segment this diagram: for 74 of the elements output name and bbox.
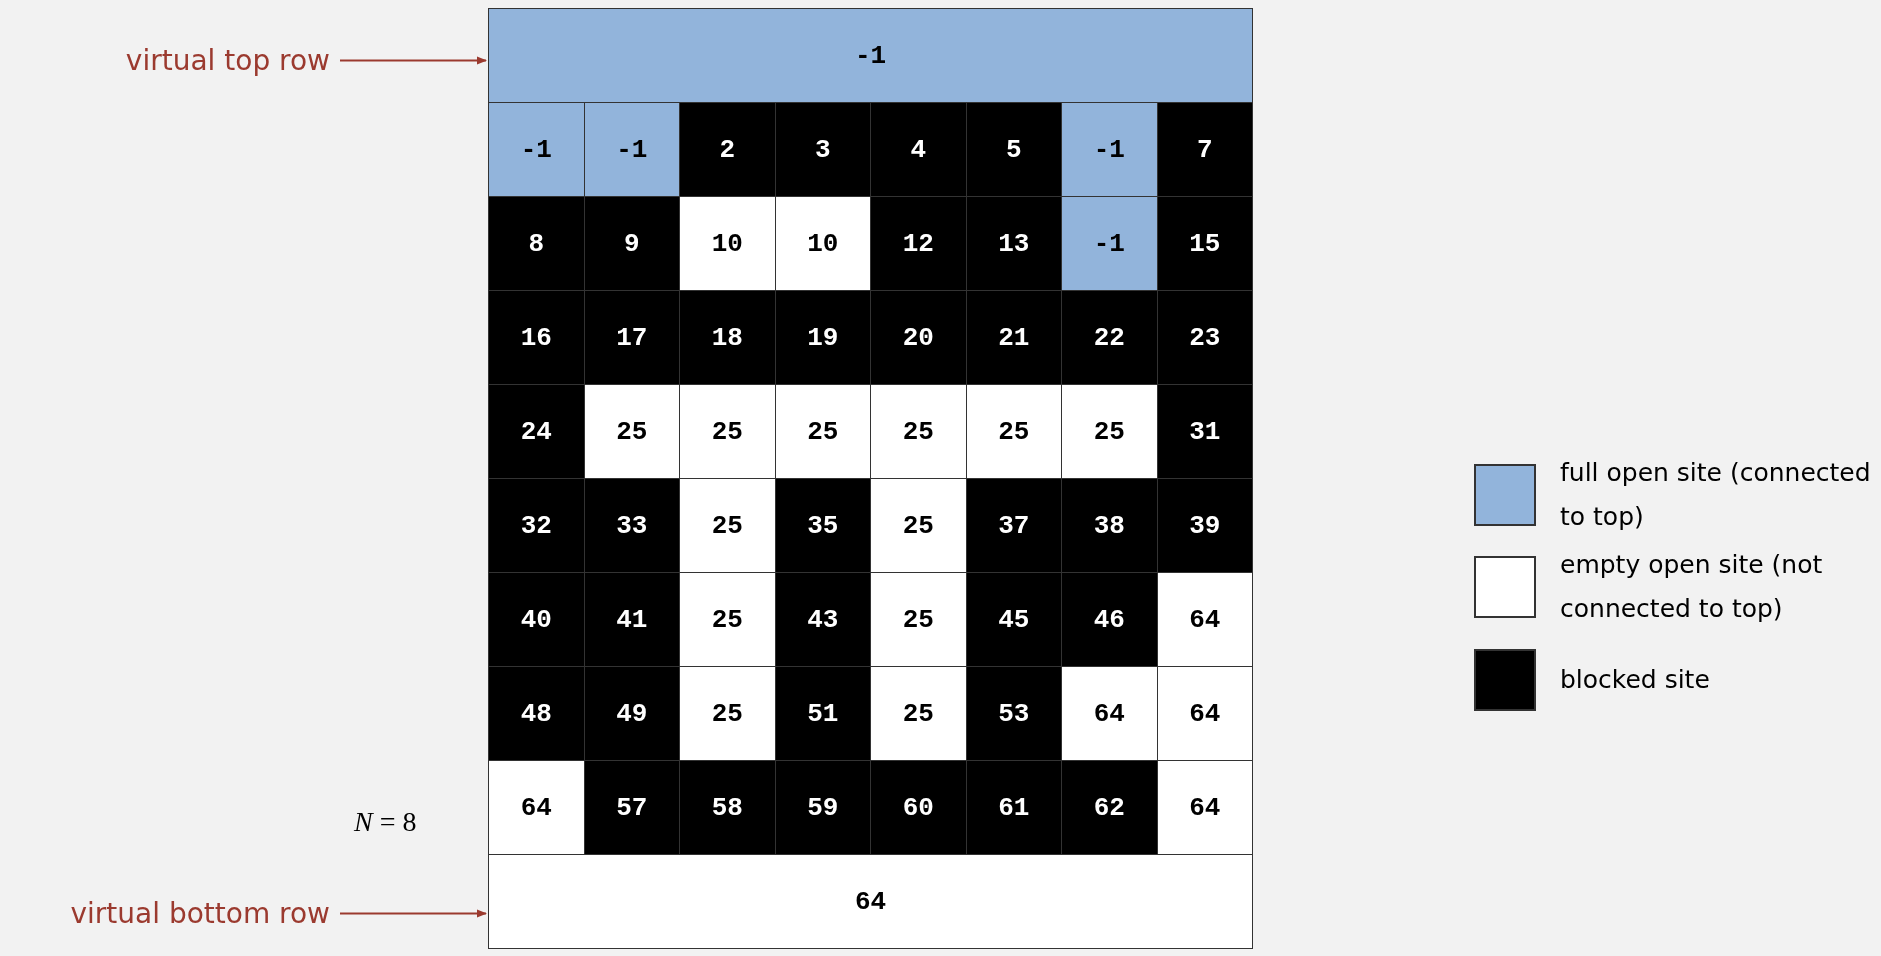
grid-site: 19 (774, 290, 871, 385)
grid-site: 31 (1156, 384, 1253, 479)
row-label: virtual bottom row (10, 897, 330, 930)
grid-site: 25 (1061, 384, 1158, 479)
grid-site: 25 (679, 666, 776, 761)
grid-site: 5 (965, 102, 1062, 197)
grid-site: 38 (1061, 478, 1158, 573)
grid-site: -1 (583, 102, 680, 197)
virtual-row: -1 (488, 8, 1253, 103)
grid-site: 25 (679, 478, 776, 573)
grid-site: 12 (870, 196, 967, 291)
grid-site: 20 (870, 290, 967, 385)
grid-site: -1 (488, 102, 585, 197)
arrow (339, 56, 487, 65)
grid-site: 64 (1156, 760, 1253, 855)
grid-site: 32 (488, 478, 585, 573)
grid-site: 35 (774, 478, 871, 573)
grid-site: 43 (774, 572, 871, 667)
grid-site: 64 (1156, 572, 1253, 667)
grid-site: 10 (679, 196, 776, 291)
grid-site: 45 (965, 572, 1062, 667)
grid-size-label: N = 8 (354, 806, 417, 838)
grid-site: 33 (583, 478, 680, 573)
grid-site: -1 (1061, 102, 1158, 197)
grid-site: 25 (870, 572, 967, 667)
grid-site: 60 (870, 760, 967, 855)
grid-site: 9 (583, 196, 680, 291)
grid-site: 21 (965, 290, 1062, 385)
grid-site: 25 (965, 384, 1062, 479)
legend-text: empty open site (not connected to top) (1560, 549, 1824, 625)
grid-site: 3 (774, 102, 871, 197)
grid-site: 62 (1061, 760, 1158, 855)
grid-site: 23 (1156, 290, 1253, 385)
virtual-row: 64 (488, 854, 1253, 949)
grid-site: 4 (870, 102, 967, 197)
grid-site: 25 (774, 384, 871, 479)
grid-site: -1 (1061, 196, 1158, 291)
grid-site: 64 (488, 760, 585, 855)
legend-text: full open site (connected to top) (1560, 457, 1872, 533)
grid-site: 7 (1156, 102, 1253, 197)
grid-site: 25 (870, 478, 967, 573)
grid-site: 57 (583, 760, 680, 855)
arrow (339, 909, 487, 918)
grid-site: 8 (488, 196, 585, 291)
grid-site: 2 (679, 102, 776, 197)
grid-site: 25 (870, 384, 967, 479)
grid-site: 49 (583, 666, 680, 761)
grid-site: 25 (583, 384, 680, 479)
grid-site: 51 (774, 666, 871, 761)
grid-site: 13 (965, 196, 1062, 291)
grid-site: 17 (583, 290, 680, 385)
grid-site: 22 (1061, 290, 1158, 385)
grid-site: 25 (679, 572, 776, 667)
grid-site: 25 (870, 666, 967, 761)
grid-site: 10 (774, 196, 871, 291)
legend-text: blocked site (1560, 664, 1711, 696)
grid-site: 61 (965, 760, 1062, 855)
grid-site: 46 (1061, 572, 1158, 667)
grid-site: 24 (488, 384, 585, 479)
grid-site: 41 (583, 572, 680, 667)
grid-site: 59 (774, 760, 871, 855)
grid-site: 53 (965, 666, 1062, 761)
grid-site: 25 (679, 384, 776, 479)
grid-site: 16 (488, 290, 585, 385)
grid-site: 58 (679, 760, 776, 855)
grid-site: 40 (488, 572, 585, 667)
grid-site: 37 (965, 478, 1062, 573)
grid-site: 64 (1061, 666, 1158, 761)
grid-site: 39 (1156, 478, 1253, 573)
row-label: virtual top row (30, 44, 330, 77)
grid-site: 18 (679, 290, 776, 385)
grid-site: 48 (488, 666, 585, 761)
grid-site: 64 (1156, 666, 1253, 761)
grid-site: 15 (1156, 196, 1253, 291)
